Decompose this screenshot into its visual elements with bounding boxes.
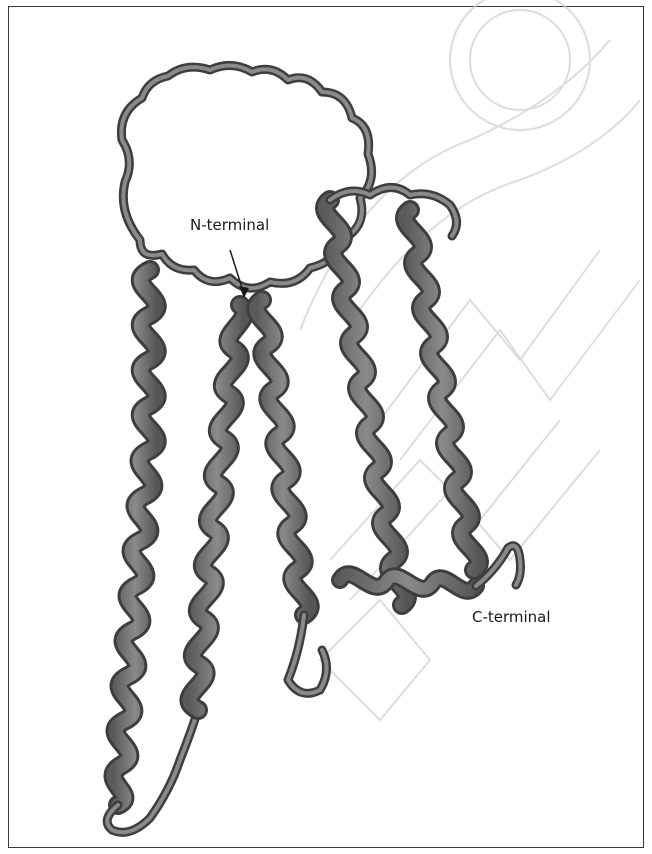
n-terminal-label: N-terminal: [190, 216, 269, 234]
c-terminal-label: C-terminal: [472, 608, 551, 626]
n-terminal-arrow: [230, 250, 249, 298]
protein-ribbon: [107, 65, 520, 832]
